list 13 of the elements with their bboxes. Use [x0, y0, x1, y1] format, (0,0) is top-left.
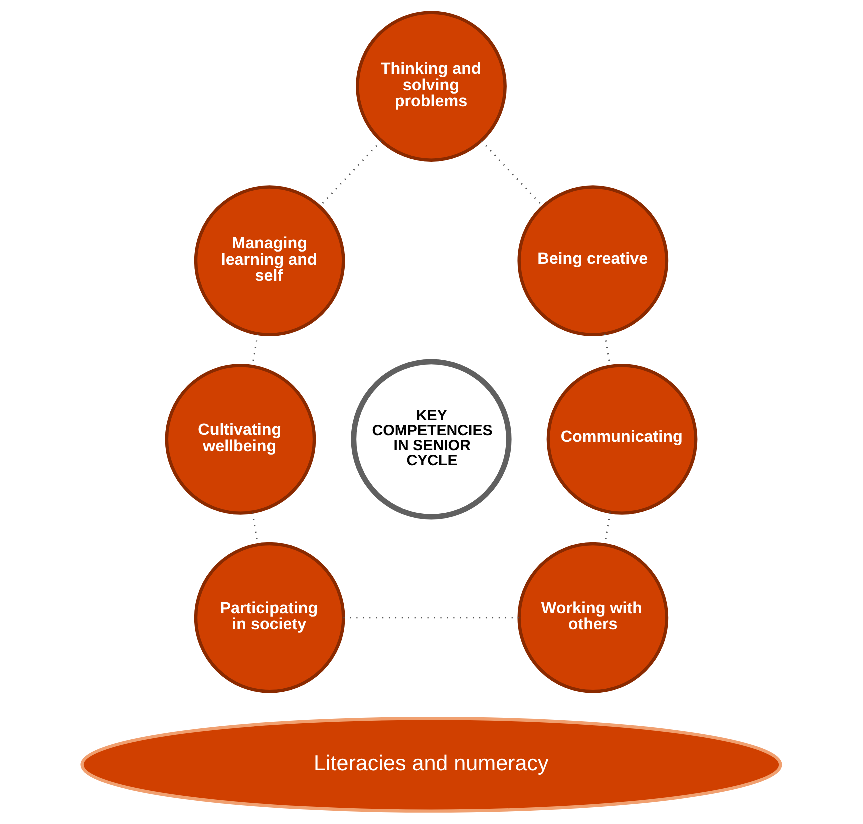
connector	[604, 334, 612, 366]
connector	[252, 512, 259, 545]
node-circle: Participating in society	[194, 542, 346, 694]
node-circle: Being creative	[518, 186, 669, 337]
node-circle: Communicating	[546, 364, 698, 515]
node-circle: KEY COMPETENCIES IN SENIOR CYCLE	[351, 359, 512, 520]
node-circle: Cultivating wellbeing	[165, 364, 316, 515]
node-circle: Thinking and solving problems	[356, 11, 507, 162]
connector	[252, 334, 259, 366]
node-ellipse: Literacies and numeracy	[80, 717, 782, 813]
connector	[604, 512, 612, 545]
node-circle: Managing learning and self	[194, 186, 346, 337]
node-circle: Working with others	[518, 542, 669, 694]
